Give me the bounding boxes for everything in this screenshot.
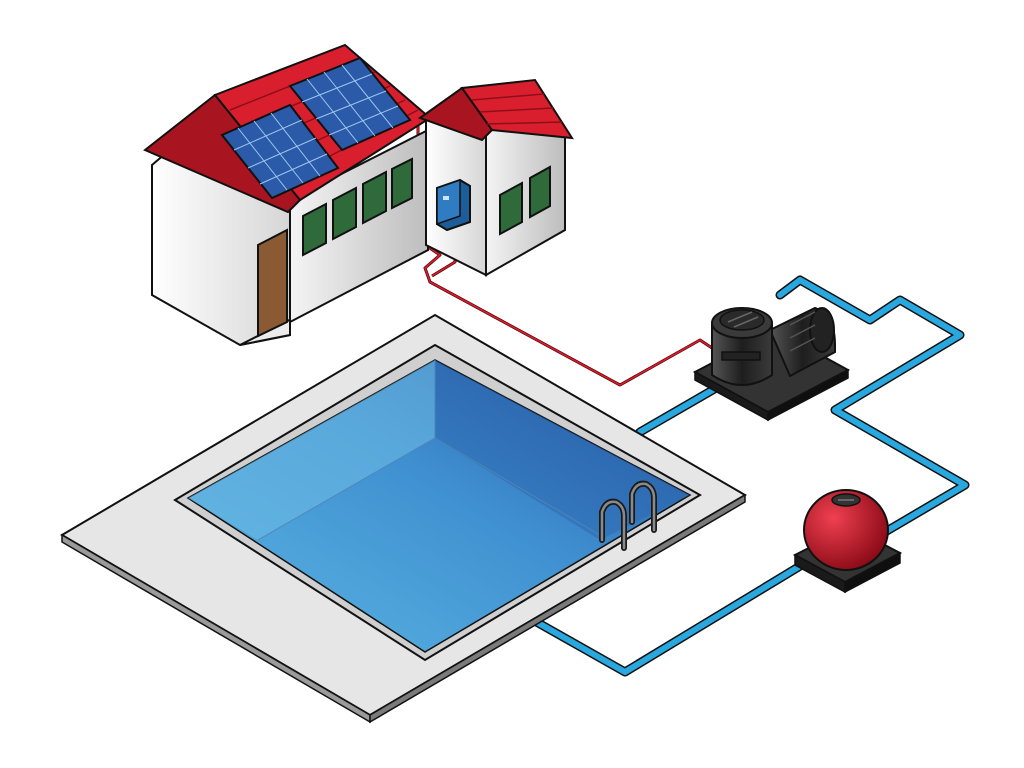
annex-house xyxy=(417,78,574,277)
controller-icon xyxy=(436,178,471,232)
pump-icon xyxy=(692,306,851,422)
annex-windows xyxy=(499,165,551,236)
main-house xyxy=(143,43,432,347)
filter-icon xyxy=(792,489,903,594)
solar-panel-icon xyxy=(220,56,412,200)
pool-icon xyxy=(60,313,747,724)
door xyxy=(257,228,288,338)
main-house-windows xyxy=(302,157,413,257)
